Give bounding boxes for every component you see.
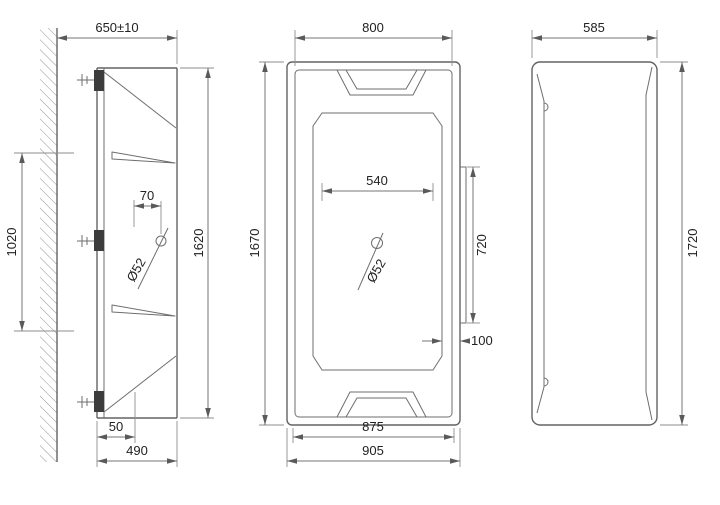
end-outer-outline — [531, 61, 658, 426]
dim-plan-edge-offset: 100 — [471, 333, 493, 348]
headrest-top — [336, 69, 427, 96]
end-view-dimensions: 585 1720 — [531, 20, 700, 426]
dim-plan-inner-length: 720 — [474, 234, 489, 256]
dim-end-height: 1720 — [685, 229, 700, 258]
drain-leader-plan — [357, 232, 384, 291]
dim-plan-length: 1670 — [247, 229, 262, 258]
end-contour-right — [645, 66, 653, 421]
dim-side-base-offset: 50 — [109, 419, 123, 434]
wall-mount-brackets — [77, 70, 104, 412]
dim-side-mount-span: 1020 — [4, 228, 19, 257]
anchor-bolt-middle — [77, 235, 94, 247]
rim-slope-bottom — [103, 355, 177, 413]
dim-plan-drain-diameter: Ø52 — [363, 256, 388, 285]
end-view-tub — [531, 61, 658, 426]
drain-hole-plan — [371, 237, 383, 249]
end-contour-left — [536, 73, 545, 414]
drain-leader-side — [137, 227, 169, 290]
dim-plan-inner-width: 540 — [366, 173, 388, 188]
rim-slope-top — [103, 71, 177, 129]
side-ledge — [460, 166, 467, 324]
dim-side-drain-offset: 70 — [140, 188, 154, 203]
jet-upper — [111, 151, 176, 164]
dim-end-width: 585 — [583, 20, 605, 35]
wall-hatching — [40, 28, 57, 462]
drain-hole-side — [155, 235, 167, 247]
headrest-bottom — [336, 391, 427, 418]
basin-outline — [312, 112, 443, 371]
plan-view-dimensions: 800 1670 540 720 Ø52 100 875 905 — [247, 20, 493, 467]
side-view-tub — [96, 67, 178, 419]
dim-plan-overall-width: 905 — [362, 443, 384, 458]
side-view-dimensions: 650±10 1020 1620 70 Ø52 50 490 — [4, 20, 214, 467]
jet-lower — [111, 304, 176, 317]
dim-side-base-depth: 490 — [126, 443, 148, 458]
dim-side-height: 1620 — [191, 229, 206, 258]
dim-plan-base-width: 875 — [362, 419, 384, 434]
anchor-bolt-top — [77, 74, 94, 86]
fitting-lower — [543, 377, 549, 387]
dim-plan-top-width: 800 — [362, 20, 384, 35]
fitting-upper — [543, 102, 549, 112]
plan-outer-rim — [286, 61, 461, 426]
plan-view-tub — [286, 61, 467, 426]
plan-inner-rim — [294, 69, 453, 418]
anchor-bolt-bottom — [77, 396, 94, 408]
dim-side-top-width: 650±10 — [95, 20, 138, 35]
side-view-wall — [40, 28, 58, 462]
dim-side-drain-diameter: Ø52 — [123, 255, 148, 284]
